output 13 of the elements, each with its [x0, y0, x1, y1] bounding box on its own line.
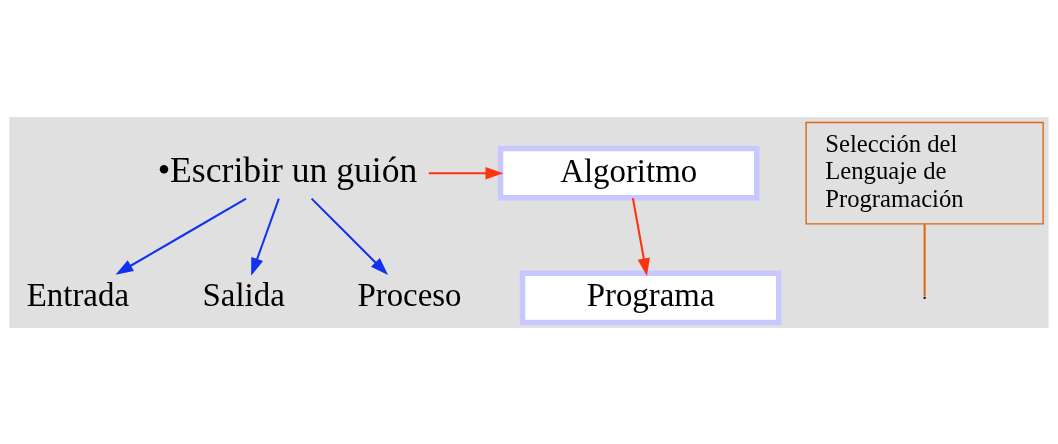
node-box: Selección del Lenguaje de Programación [805, 121, 1044, 225]
node-text: •Escribir un guión [157, 149, 418, 190]
arrow [428, 166, 504, 179]
arrow [631, 197, 650, 276]
node-text: Salida [202, 276, 285, 313]
node-text: Proceso [357, 276, 462, 313]
node-box: Programa [519, 269, 782, 325]
arrow [310, 197, 389, 275]
node-text: Entrada [26, 276, 129, 313]
arrow [115, 197, 247, 275]
connector [923, 223, 926, 296]
arrow [251, 197, 280, 276]
node-box: Algoritmo [497, 145, 760, 201]
